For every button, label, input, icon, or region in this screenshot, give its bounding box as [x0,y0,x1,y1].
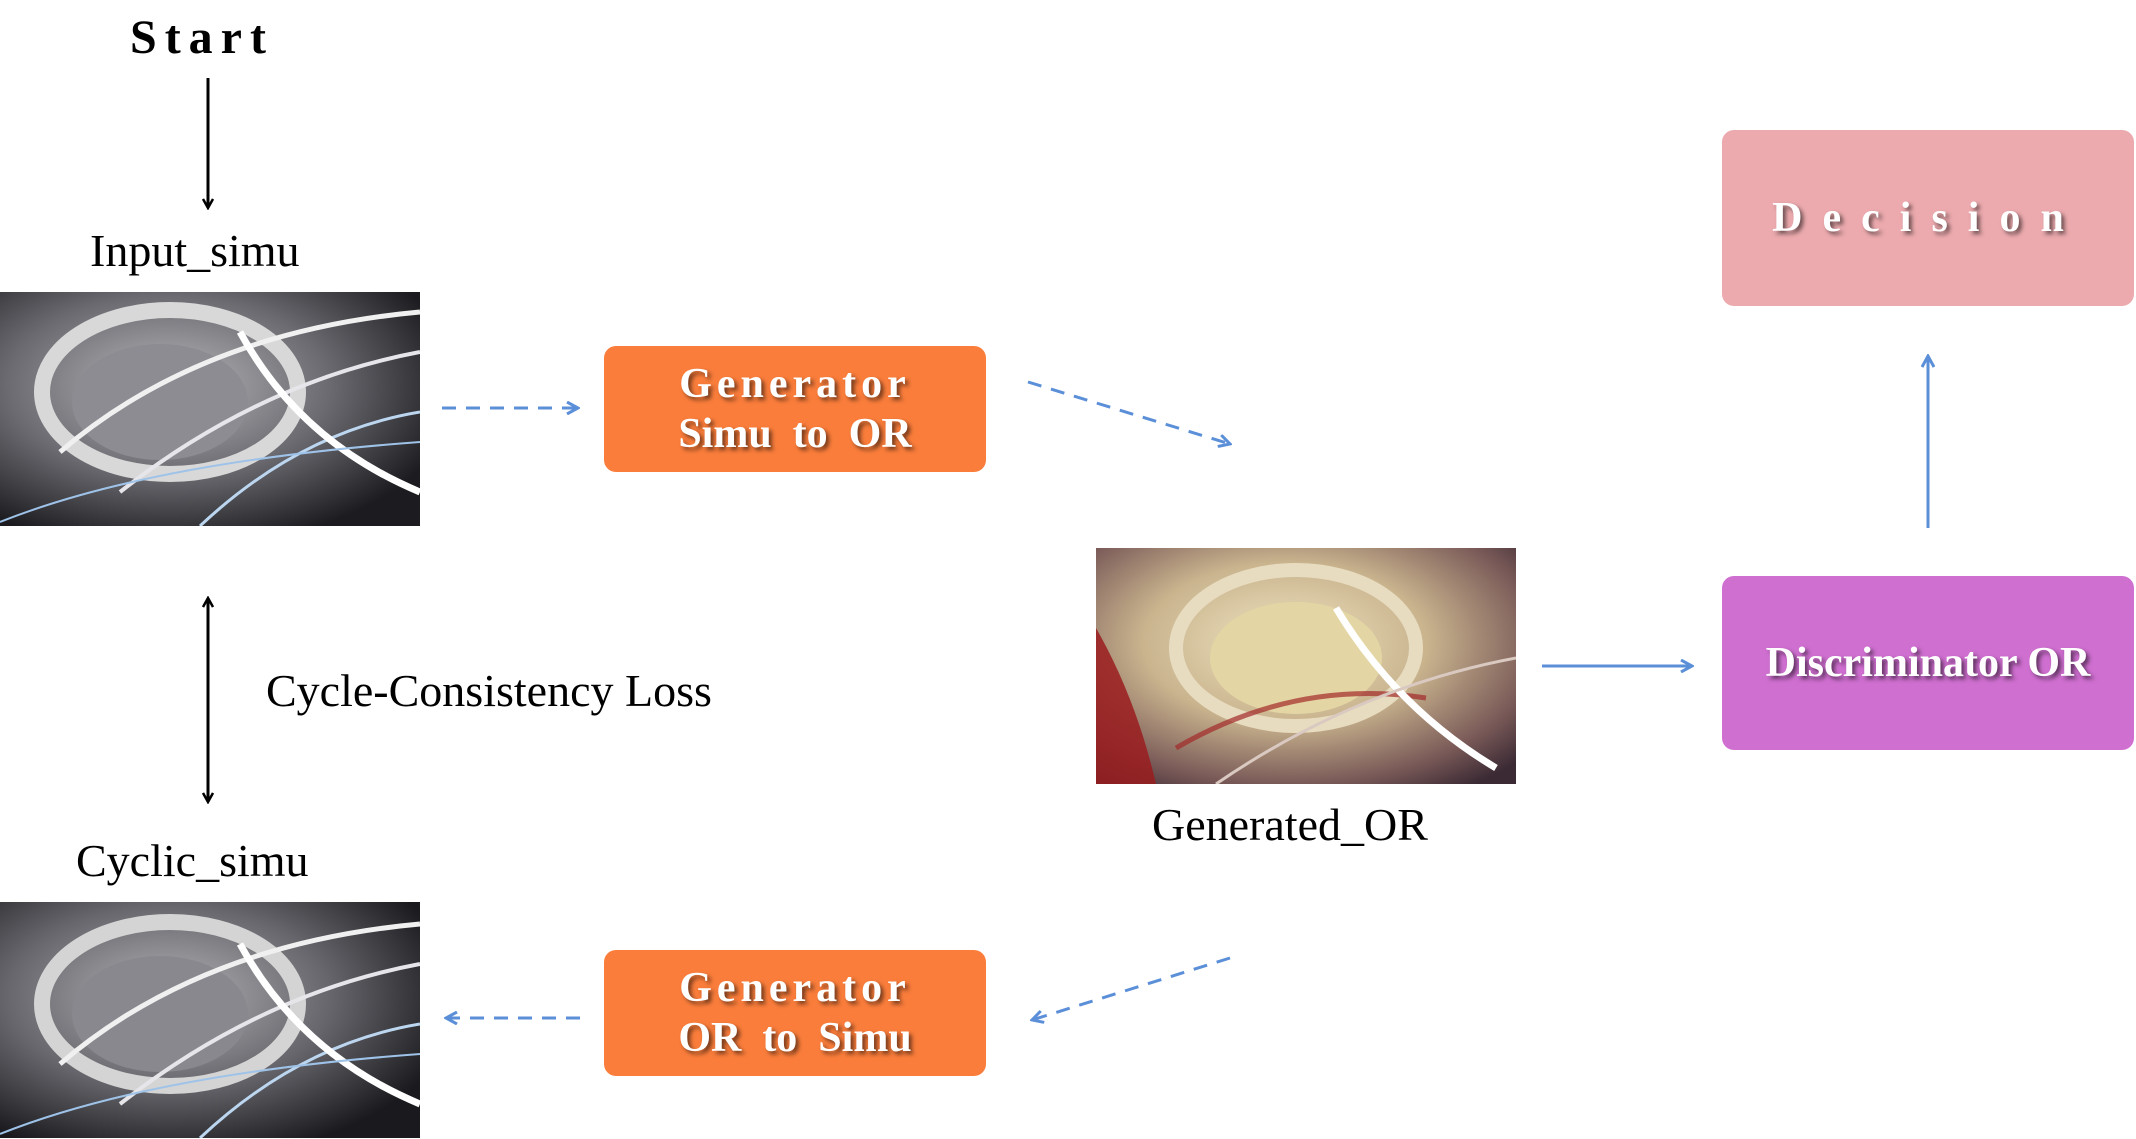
generator-to-generated-arrow [1027,380,1230,444]
generator-simu-to-or-box: Generator Simu to OR [604,346,986,472]
generated-or-label: Generated_OR [1152,799,1428,850]
input-simu-label: Input_simu [90,225,300,276]
cyclic-simu-label: Cyclic_simu [76,835,309,886]
generated-or-image [1096,548,1516,784]
generator-or-to-simu-subtitle: OR to Simu [678,1015,912,1061]
generator-or-to-simu-title: Generator [679,964,911,1011]
generated-to-generator2-arrow [1032,956,1231,1020]
loss-label: Cycle-Consistency Loss [266,665,712,716]
decision-box: Decision [1722,130,2134,306]
generator-or-to-simu-box: Generator OR to Simu [604,950,986,1076]
discriminator-or-box: Discriminator OR [1722,576,2134,750]
generator-simu-to-or-subtitle: Simu to OR [678,411,912,457]
discriminator-or-label: Discriminator OR [1765,639,2091,686]
cyclic-simu-image [0,902,420,1138]
start-label: Start [130,11,274,64]
generator-simu-to-or-title: Generator [679,360,911,407]
decision-label: Decision [1772,194,2084,241]
input-simu-image [0,292,420,526]
